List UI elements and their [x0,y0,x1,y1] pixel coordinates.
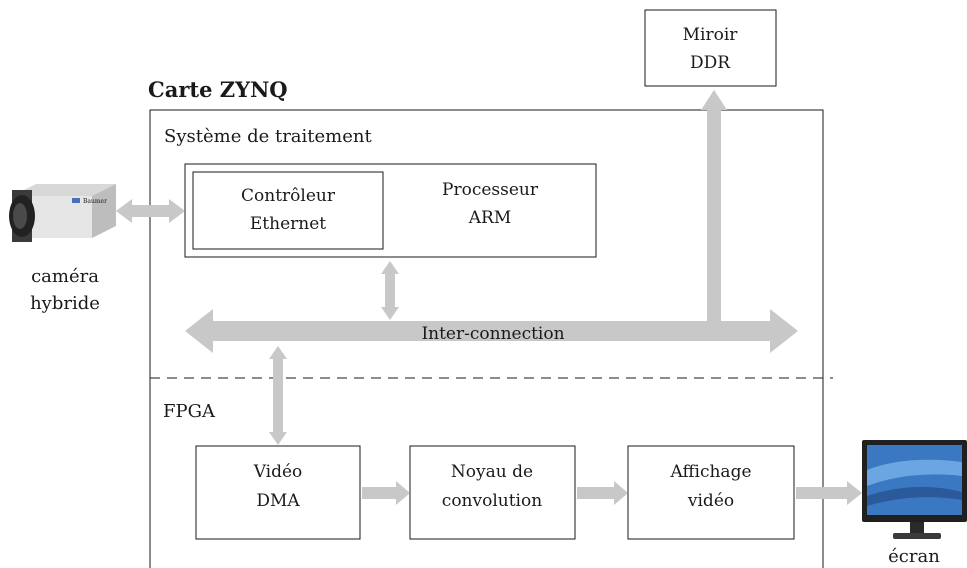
convolution-box [409,445,576,540]
vdma-to-conv-arrow [362,481,410,505]
camera-ethernet-arrow [116,199,185,223]
ps-section-label: Système de traitement [164,126,372,147]
vdma-line1: Vidéo [253,462,303,482]
vdma-box [195,445,361,540]
camera-label-line1: caméra [31,266,99,287]
ddr-mirror-line2: DDR [690,53,731,73]
ddr-mirror-line1: Miroir [683,25,739,45]
camera-label-line2: hybride [30,293,100,314]
processor-line1: Processeur [442,180,539,200]
ethernet-line2: Ethernet [250,214,326,234]
vdma-line2: DMA [256,491,300,511]
board-title: Carte ZYNQ [148,77,288,102]
zynq-board-border [149,109,824,568]
monitor-image [862,440,967,539]
camera-brand-text: Baumer [83,198,107,205]
video-display-box [627,445,795,540]
display-to-screen-arrow [796,481,862,505]
screen-label: écran [888,546,940,567]
conv-to-display-arrow [577,481,628,505]
ethernet-controller-box [192,171,384,250]
interconnect-vdma-arrow [269,346,287,445]
fpga-section-label: FPGA [163,401,216,422]
interconnect-bus [185,309,798,353]
display-line1: Affichage [669,462,751,482]
ps-interconnect-arrow [381,261,399,320]
ethernet-line1: Contrôleur [241,186,336,206]
conv-line1: Noyau de [451,462,533,482]
camera-image: Baumer [9,184,116,242]
interconnect-label: Inter-connection [421,324,564,344]
display-line2: vidéo [687,491,734,511]
ddr-link-arrow [701,90,727,322]
processor-line2: ARM [468,208,511,228]
ddr-mirror-box [644,9,777,87]
conv-line2: convolution [442,491,542,511]
